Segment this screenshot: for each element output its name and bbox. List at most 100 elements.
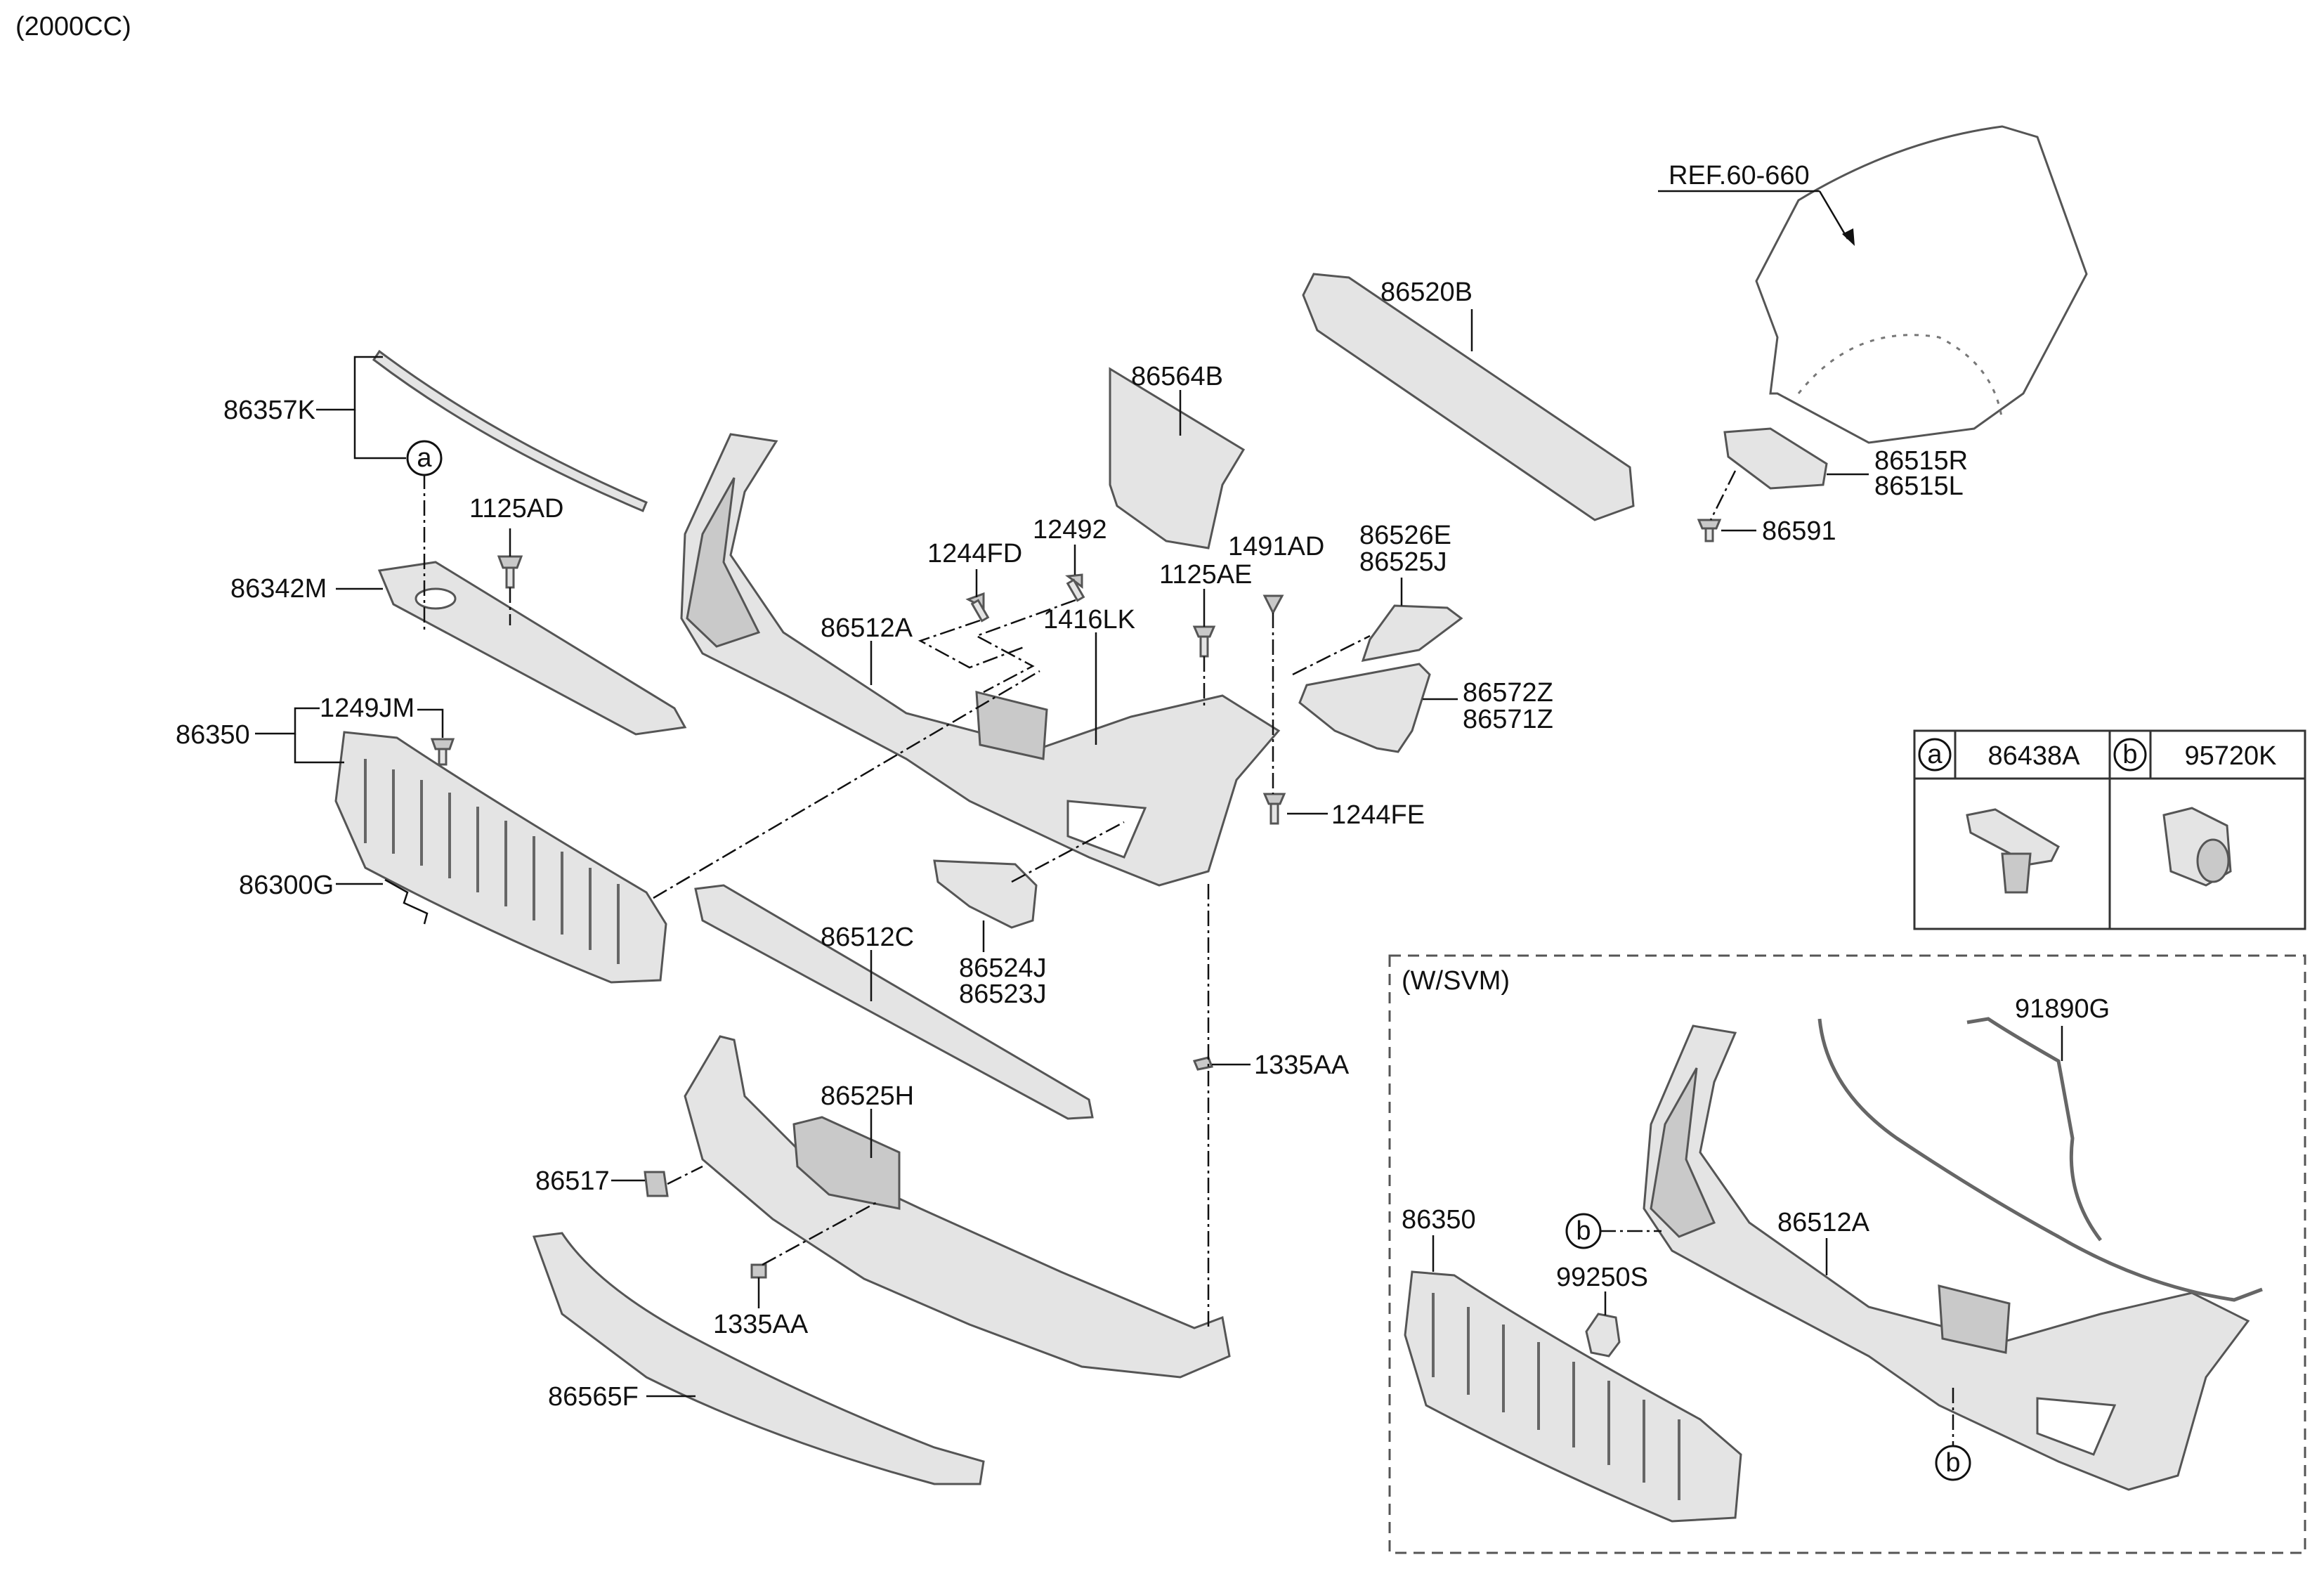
label-86357k: 86357K (223, 396, 315, 425)
label-86525h: 86525H (821, 1081, 914, 1111)
label-1249jm: 1249JM (320, 694, 414, 723)
svm-part-86512a-inner (1650, 1067, 1716, 1238)
label-1244fe: 1244FE (1331, 800, 1425, 830)
label-86523j: 86523J (959, 980, 1047, 1009)
svm-part-91890g-wiring (1817, 1018, 2263, 1302)
svm-callout-b-upper-circle (1565, 1213, 1602, 1249)
bolt-1125ae-icon (1192, 625, 1216, 658)
svm-callout-b-lower-circle (1935, 1445, 1971, 1481)
label-1125ae: 1125AE (1159, 560, 1252, 590)
legend-b-marker: b (2122, 740, 2137, 769)
callout-a-circle (406, 440, 443, 476)
leader-86350 (255, 707, 320, 735)
legend-a-part: 86438A (1987, 741, 2080, 771)
label-86525j: 86525J (1359, 547, 1447, 577)
clip-1335aa-lower-icon (750, 1263, 767, 1279)
part-86525h-bracket (792, 1116, 901, 1210)
leader-86357k-b (353, 410, 406, 460)
part-86512c-grille (694, 884, 1094, 1120)
dash-86350-to-bumper (653, 670, 1040, 899)
label-86342m: 86342M (230, 574, 327, 604)
label-86524j: 86524J (959, 954, 1047, 983)
leader-86350-b (294, 734, 344, 764)
label-86526e: 86526E (1359, 521, 1451, 550)
label-86520b: 86520B (1380, 278, 1473, 307)
label-86591: 86591 (1762, 516, 1836, 546)
clip-1491ad-icon (1262, 594, 1284, 616)
label-86350: 86350 (176, 720, 250, 750)
label-1125ad: 1125AD (469, 494, 564, 523)
dash-86515r (1709, 470, 1737, 521)
dash-1491ad-h (1292, 634, 1371, 676)
svm-label-99250s: 99250S (1556, 1263, 1648, 1292)
label-86512c: 86512C (821, 923, 914, 952)
callout-a-label: a (417, 443, 432, 473)
bolt-1249jm-icon (430, 738, 455, 766)
svm-box-frame (1388, 954, 2306, 1554)
label-ref: REF.60-660 (1669, 161, 1810, 190)
svm-part-86512a-bracket (1938, 1284, 2011, 1354)
svm-label-91890g: 91890G (2015, 994, 2110, 1024)
dash-1244fd (918, 619, 1026, 669)
engine-label: (2000CC) (15, 12, 131, 41)
ref-arrow-head (1842, 228, 1855, 246)
part-86342m-cover (377, 561, 687, 736)
part-86350-grille (334, 731, 667, 984)
label-86564b: 86564B (1131, 362, 1223, 391)
part-86512a-inner (686, 477, 761, 648)
part-86565f-skid (532, 1232, 985, 1485)
svm-part-91890g-branch (1966, 1017, 2102, 1242)
label-86571z: 86571Z (1463, 705, 1553, 734)
clip-86438a-icon (1966, 808, 2060, 894)
svm-foglamp-hole (2036, 1397, 2117, 1456)
bolt-1125ad-icon (497, 555, 523, 589)
ref-arrow-diag (1818, 190, 1849, 240)
part-86572z-garnish (1298, 663, 1431, 753)
ref-fender-arch (1797, 334, 2004, 422)
sensor-95720k-icon (2162, 807, 2232, 887)
part-86515r-bracket (1723, 427, 1828, 490)
label-1491ad: 1491AD (1228, 532, 1324, 561)
label-1335aa-right: 1335AA (1254, 1050, 1350, 1080)
part-86512a-foglamp-hole (1066, 800, 1147, 859)
leader-86357k (316, 356, 383, 411)
ref-fender-outline (1755, 125, 2088, 444)
label-86572z: 86572Z (1463, 678, 1553, 708)
label-1335aa-lower: 1335AA (713, 1310, 809, 1339)
bolt-1244fd-icon (965, 592, 990, 623)
svm-part-86512a-bumper (1643, 1024, 2250, 1491)
leader-1249jm (417, 708, 444, 738)
bolt-1244fe-icon (1262, 793, 1286, 825)
svm-callout-b-upper-label: b (1576, 1216, 1591, 1246)
legend-table (1913, 729, 2306, 930)
part-86525h-cover (684, 1035, 1231, 1379)
svm-grille-slats (1432, 1293, 1680, 1500)
label-86300g: 86300G (239, 871, 334, 900)
screw-86591-icon (1697, 519, 1722, 542)
part-86512a-bracket (975, 691, 1048, 760)
part-86564b-bracket (1109, 367, 1246, 549)
part-86342m-hole (414, 587, 457, 610)
svm-box-title: (W/SVM) (1402, 966, 1510, 996)
label-86515l: 86515L (1874, 471, 1964, 501)
grille-86350-slats (364, 759, 620, 964)
label-86517: 86517 (535, 1166, 610, 1196)
dash-86517 (667, 1165, 703, 1185)
dash-1335aa-lower (762, 1200, 879, 1266)
svm-label-86512a: 86512A (1777, 1208, 1870, 1237)
svm-label-86350: 86350 (1402, 1205, 1476, 1235)
part-86357k-strip (372, 349, 648, 512)
label-86515r: 86515R (1874, 446, 1968, 476)
bolt-12492-icon (1065, 573, 1085, 602)
label-86565f: 86565F (548, 1382, 639, 1412)
part-86526e-cover (1361, 604, 1463, 662)
part-86512a-bumper (680, 433, 1281, 887)
label-12492: 12492 (1033, 515, 1107, 545)
label-1244fd: 1244FD (927, 539, 1022, 568)
part-86524j-cover (933, 859, 1038, 929)
svm-callout-b-lower-label: b (1945, 1448, 1960, 1478)
part-86517-clip (644, 1171, 669, 1197)
part-86520b-absorber (1302, 273, 1635, 521)
part-86300g-bracket (384, 878, 429, 925)
dash-86524j (1011, 821, 1125, 883)
